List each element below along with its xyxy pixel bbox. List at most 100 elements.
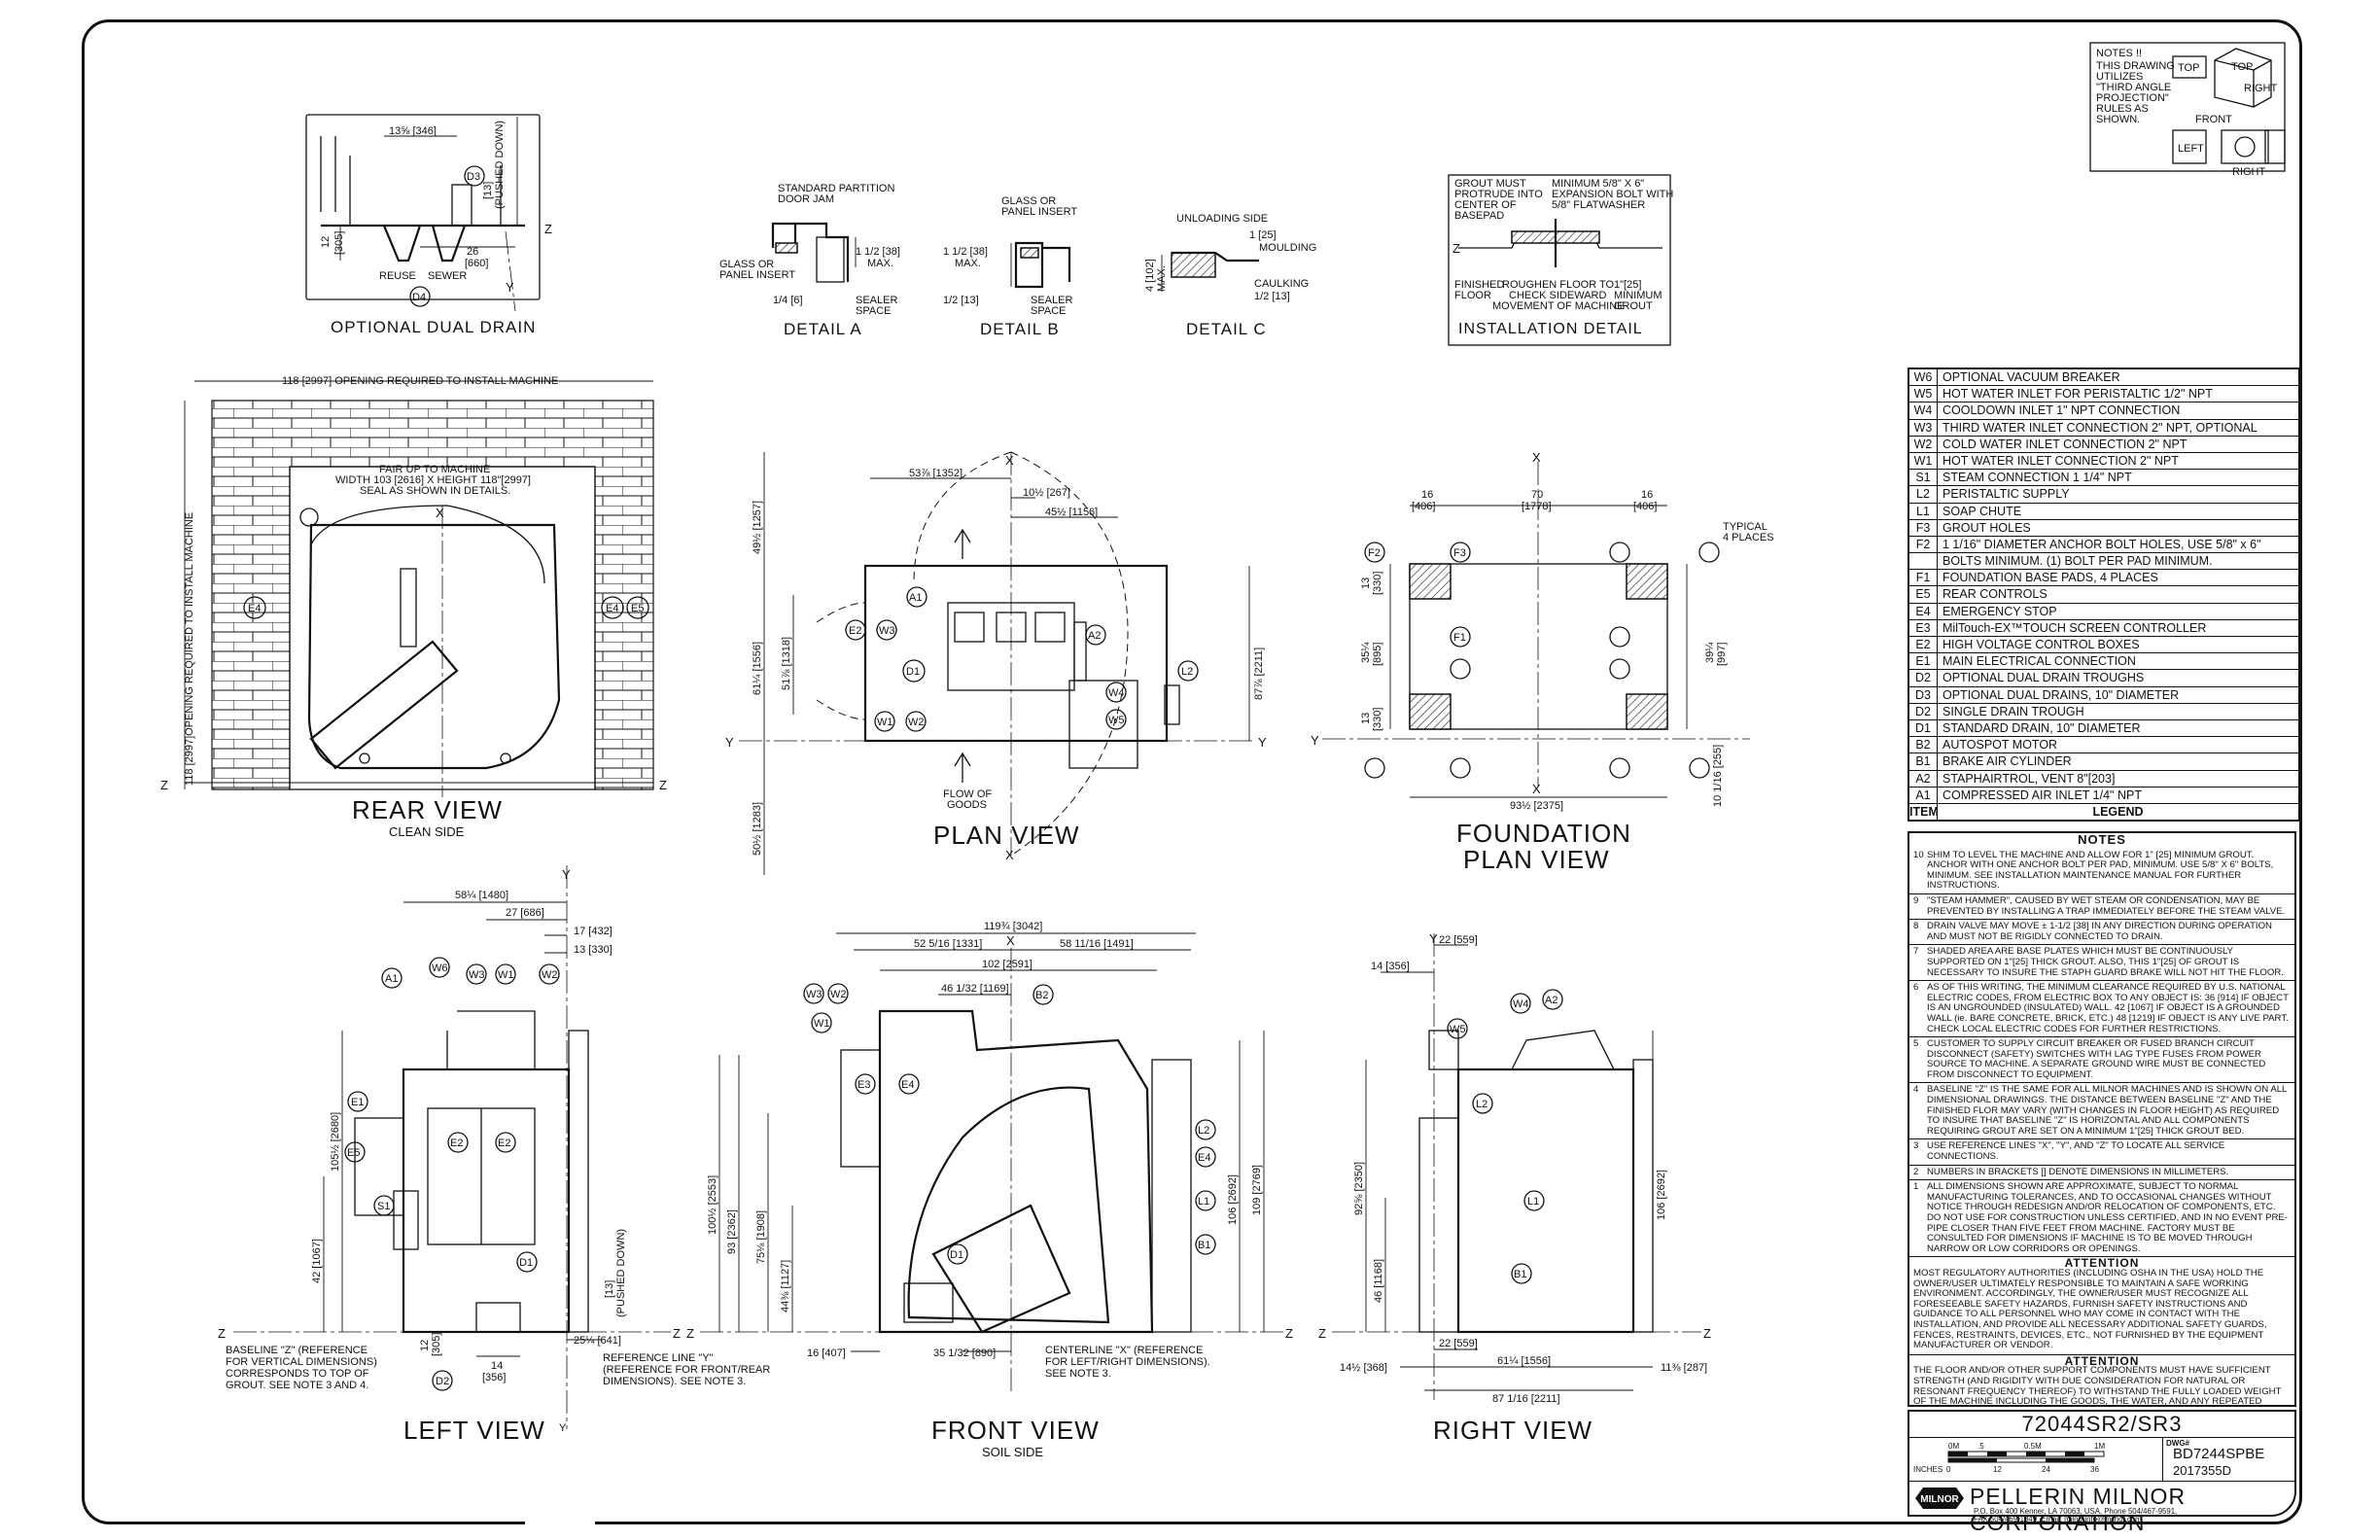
plan-x-bottom: X (1005, 848, 1014, 862)
third-angle-note-1: THIS DRAWING (2096, 60, 2175, 72)
note-text: CUSTOMER TO SUPPLY CIRCUIT BREAKER OR FU… (1927, 1038, 2266, 1080)
dual-drain-dim-13: [13] (482, 182, 494, 199)
detail-b-note-0: GLASS OR (1001, 195, 1056, 207)
third-angle-label-right: RIGHT (2244, 83, 2278, 94)
right-w4: W4 (1513, 998, 1529, 1010)
plan-flow-of: FLOW OF (943, 788, 992, 800)
rear-e4-right: E4 (606, 603, 618, 614)
third-angle-note-0: NOTES !! (2096, 48, 2142, 59)
right-b1: B1 (1514, 1269, 1526, 1280)
note-text: SHIM TO LEVEL THE MACHINE AND ALLOW FOR … (1927, 849, 2274, 892)
left-dim-12: 12 (419, 1340, 431, 1351)
legend-item-desc: REAR CONTROLS (1942, 587, 2048, 602)
note-number: 10 (1913, 849, 1924, 860)
note-item: 9"STEAM HAMMER", CAUSED BY WET STEAM OR … (1909, 894, 2294, 921)
drawing-number: BD7244SPBE (2173, 1446, 2265, 1462)
attention-1-heading: ATTENTION (2064, 1256, 2140, 1271)
third-angle-note-3: "THIRD ANGLE (2096, 82, 2171, 93)
plan-w2: W2 (908, 717, 925, 728)
fdn-dim-895: [895] (1372, 643, 1383, 666)
note-number: 5 (1913, 1038, 1919, 1050)
detail-b-note-2: 1 1/2 [38] (943, 246, 988, 258)
front-b1: B1 (1198, 1240, 1210, 1251)
fdn-dim-39: 39¼ (1704, 642, 1716, 663)
legend-item-desc: EMERGENCY STOP (1942, 604, 2057, 618)
fdn-dim-93: 93½ [2375] (1510, 800, 1563, 812)
dual-drain-z: Z (544, 222, 552, 236)
scale-bottom-3: 24 (2042, 1465, 2050, 1474)
install-note-14: GROUT (1614, 300, 1653, 312)
front-dim-100: 100½ [2553] (707, 1175, 718, 1235)
legend-item-code: E2 (1909, 637, 1938, 653)
optional-dual-drain-view: 13⅝ [346] 26 [660] 12 [305] [13] (PUSHED… (305, 114, 552, 336)
fdn-dim-35: 35¼ (1360, 642, 1372, 663)
drawing-number-box: DWG# BD7244SPBE 2017355D (2163, 1438, 2296, 1482)
fdn-y: Y (1311, 733, 1319, 748)
left-w6: W6 (432, 962, 448, 974)
left-note-1: FOR VERTICAL DIMENSIONS) (226, 1356, 377, 1368)
left-e2b: E2 (498, 1138, 510, 1149)
front-note-2: SEE NOTE 3. (1045, 1368, 1111, 1380)
install-note-1: PROTRUDE INTO (1454, 189, 1543, 200)
install-note-10: CHECK SIDEWARD (1509, 290, 1606, 301)
scale-bottom-0: INCHES (1913, 1465, 1942, 1474)
legend-item-desc: SINGLE DRAIN TROUGH (1942, 704, 2084, 718)
dual-drain-dim-26: 26 (467, 246, 478, 258)
dual-drain-title: OPTIONAL DUAL DRAIN (331, 318, 536, 336)
left-z-left: Z (218, 1326, 226, 1341)
install-note-5: EXPANSION BOLT WITH (1552, 189, 1673, 200)
legend-item-code: D3 (1909, 686, 1938, 703)
note-text: ALL DIMENSIONS SHOWN ARE APPROXIMATE, SU… (1927, 1181, 2289, 1254)
installation-detail-view: GROUT MUST PROTRUDE INTO CENTER OF BASEP… (1448, 174, 1673, 346)
note-text: "STEAM HAMMER", CAUSED BY WET STEAM OR C… (1927, 894, 2286, 917)
legend-item-code: B2 (1909, 737, 1938, 753)
fdn-dim-16a: 16 (1421, 489, 1433, 501)
rear-note-seal: SEAL AS SHOWN IN DETAILS. (360, 485, 510, 497)
front-view-title: FRONT VIEW (931, 1416, 1100, 1445)
legend-item-desc: BRAKE AIR CYLINDER (1942, 754, 2072, 769)
plan-w5: W5 (1108, 715, 1125, 726)
legend-item-code: D2 (1909, 703, 1938, 719)
plan-dim-49: 49½ [1257] (752, 501, 763, 554)
front-dim-102: 102 [2591] (982, 959, 1032, 970)
third-angle-note-4: PROJECTION" (2096, 92, 2169, 104)
fdn-x-top: X (1532, 450, 1541, 465)
plan-e2: E2 (849, 625, 861, 637)
legend-item-desc: OPTIONAL DUAL DRAINS, 10" DIAMETER (1942, 687, 2180, 702)
front-dim-119: 119¾ [3042] (984, 921, 1042, 932)
front-e4: E4 (901, 1079, 914, 1091)
front-dim-44: 44⅜ [1127] (780, 1260, 791, 1312)
plan-dim-61: 61¼ [1556] (752, 642, 763, 695)
detail-a-note-3: PANEL INSERT (719, 269, 795, 281)
legend-item-desc: THIRD WATER INLET CONNECTION 2" NPT, OPT… (1942, 420, 2258, 435)
right-dim-92: 92⅝ [2350] (1353, 1162, 1365, 1215)
scale-top-1: .5 (1978, 1442, 1984, 1451)
dual-drain-dim-305: [305] (333, 231, 345, 255)
fdn-dim-406b: [406] (1633, 501, 1657, 512)
company-address-1: P.O. Box 400 Kenner, LA 70063, USA, Phon… (1974, 1507, 2178, 1516)
left-dim-27: 27 [686] (506, 907, 544, 919)
fdn-dim-13b: 13 (1360, 713, 1372, 724)
fdn-dim-10: 10 1/16 [255] (1712, 745, 1724, 807)
legend-item-desc: FOUNDATION BASE PADS, 4 PLACES (1942, 571, 2158, 585)
milnor-logo: MILNOR (1915, 1488, 1964, 1509)
left-e1: E1 (351, 1097, 364, 1108)
left-note-4: REFERENCE LINE "Y" (603, 1352, 714, 1364)
legend-item-code: W4 (1909, 402, 1938, 419)
legend-item-desc: OPTIONAL DUAL DRAIN TROUGHS (1942, 671, 2145, 685)
install-note-12: 1"[25] (1614, 279, 1641, 291)
detail-a-note-2: GLASS OR (719, 259, 774, 270)
plan-view-title: PLAN VIEW (933, 821, 1080, 850)
